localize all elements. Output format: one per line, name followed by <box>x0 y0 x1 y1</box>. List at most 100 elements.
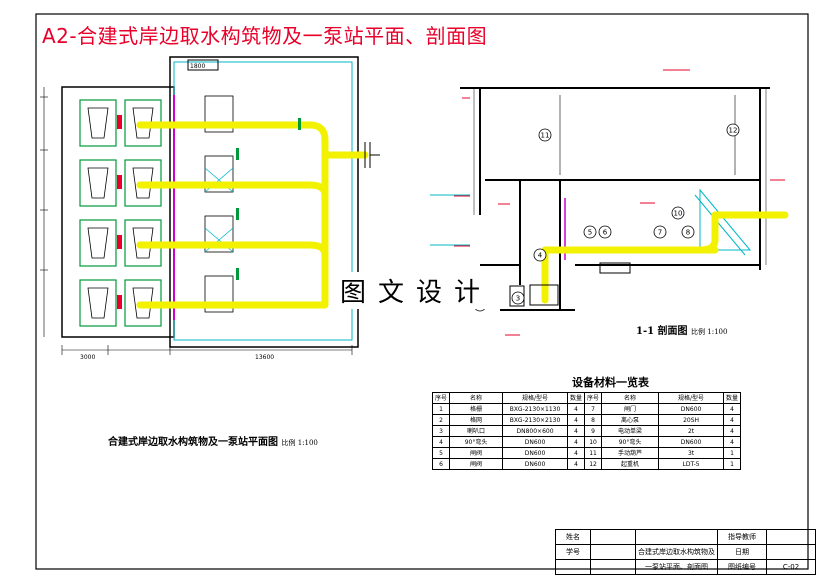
table-cell: 格网 <box>449 414 504 426</box>
table-cell: 12 <box>584 458 603 470</box>
callout-number: 4 <box>538 252 543 260</box>
col-header: 序号 <box>431 392 451 404</box>
title-block: 姓名 指导教师 学号 合建式岸边取水构筑物及 日期 一泵站平面、剖面图 图纸编号… <box>555 529 816 575</box>
table-cell: 8 <box>584 414 603 426</box>
plan-caption: 合建式岸边取水构筑物及一泵站平面图 比例 1:100 <box>108 433 318 448</box>
table-cell: 1 <box>723 458 742 470</box>
callout-number: 12 <box>729 127 738 135</box>
plan-dim-main: 13600 <box>255 354 274 361</box>
table-cell: 2 <box>431 414 451 426</box>
col-header: 名称 <box>601 392 660 404</box>
callout-circle <box>511 291 525 305</box>
tb-empty <box>555 559 591 575</box>
page-title: A2-合建式岸边取水构筑物及一泵站平面、剖面图 <box>42 24 488 48</box>
table-cell: 1 <box>723 447 742 459</box>
plan-dim-top: 1800 <box>190 63 205 70</box>
table-cell: 格栅 <box>449 403 504 415</box>
callout-number: 6 <box>603 229 608 237</box>
table-cell: 9 <box>584 425 603 437</box>
tb-name-value <box>590 529 636 545</box>
table-cell: DN600 <box>502 436 569 448</box>
equipment-table-title: 设备材料一览表 <box>572 376 649 389</box>
table-cell: 90°弯头 <box>601 436 660 448</box>
section-scale: 比例 1:100 <box>691 328 728 336</box>
table-cell: 4 <box>567 403 586 415</box>
section-caption-text: 1-1 剖面图 <box>636 326 688 337</box>
table-cell: 闸门 <box>601 403 660 415</box>
tb-drawing-no: C-02 <box>766 559 816 575</box>
callout-circle <box>533 248 547 262</box>
table-cell: 起重机 <box>601 458 660 470</box>
col-header: 数量 <box>723 392 742 404</box>
tb-drawing-name-1: 合建式岸边取水构筑物及 <box>635 544 718 560</box>
callout-number: 7 <box>658 229 662 237</box>
table-cell: 4 <box>431 436 451 448</box>
table-cell: DN600 <box>658 436 725 448</box>
callout-number: 8 <box>686 229 690 237</box>
table-cell: 闸阀 <box>449 458 504 470</box>
col-header: 规格/型号 <box>502 392 569 404</box>
table-cell: 4 <box>723 403 742 415</box>
table-cell: BXG-2130×2130 <box>502 414 569 426</box>
callout-circle <box>671 206 685 220</box>
plan-scale: 比例 1:100 <box>281 439 318 447</box>
table-cell: 离心泵 <box>601 414 660 426</box>
tb-advisor-label: 指导教师 <box>717 529 767 545</box>
table-cell: DN800×600 <box>502 425 569 437</box>
table-cell: 2t <box>658 425 725 437</box>
section-caption: 1-1 剖面图 比例 1:100 <box>636 322 727 337</box>
callout-circle <box>726 123 740 137</box>
equipment-table-header: 序号 名称 规格/型号 数量 序号 名称 规格/型号 数量 <box>431 392 742 404</box>
callout-number: 5 <box>588 229 592 237</box>
col-header: 规格/型号 <box>658 392 725 404</box>
watermark-text: 图文设计 <box>334 272 499 309</box>
tb-name-label: 姓名 <box>555 529 591 545</box>
table-cell: 6 <box>431 458 451 470</box>
table-cell: 4 <box>723 414 742 426</box>
callout-circle <box>681 225 695 239</box>
table-cell: 3t <box>658 447 725 459</box>
col-header: 数量 <box>567 392 586 404</box>
tb-drawing-name-2: 一泵站平面、剖面图 <box>635 559 718 575</box>
col-header: 序号 <box>584 392 603 404</box>
table-cell: 5 <box>431 447 451 459</box>
table-cell: 4 <box>723 436 742 448</box>
table-cell: 1 <box>431 403 451 415</box>
plan-caption-text: 合建式岸边取水构筑物及一泵站平面图 <box>108 437 278 448</box>
callout-number: 3 <box>516 295 520 303</box>
tb-drawing-no-label: 图纸编号 <box>717 559 767 575</box>
callout-circle <box>538 128 552 142</box>
table-cell: 4 <box>567 425 586 437</box>
table-cell: 90°弯头 <box>449 436 504 448</box>
table-cell: DN600 <box>658 403 725 415</box>
callout-circle <box>583 225 597 239</box>
table-cell: 4 <box>567 447 586 459</box>
sheet-border <box>35 13 809 570</box>
callout-number: 10 <box>674 210 683 218</box>
table-cell: DN600 <box>502 447 569 459</box>
callout-circle <box>598 225 612 239</box>
table-cell: 闸阀 <box>449 447 504 459</box>
table-cell: 3 <box>431 425 451 437</box>
table-cell: 10 <box>584 436 603 448</box>
table-cell: 4 <box>567 436 586 448</box>
table-cell: 11 <box>584 447 603 459</box>
table-cell: 7 <box>584 403 603 415</box>
table-cell: 电动单梁 <box>601 425 660 437</box>
plan-dim-left: 3000 <box>80 354 95 361</box>
callout-number: 11 <box>541 132 550 140</box>
table-cell: 20SH <box>658 414 725 426</box>
table-cell: BXG-2130×1130 <box>502 403 569 415</box>
table-cell: 4 <box>567 458 586 470</box>
table-cell: 手动葫芦 <box>601 447 660 459</box>
tb-id-label: 学号 <box>555 544 591 560</box>
table-cell: 4 <box>567 414 586 426</box>
callout-circle <box>653 225 667 239</box>
